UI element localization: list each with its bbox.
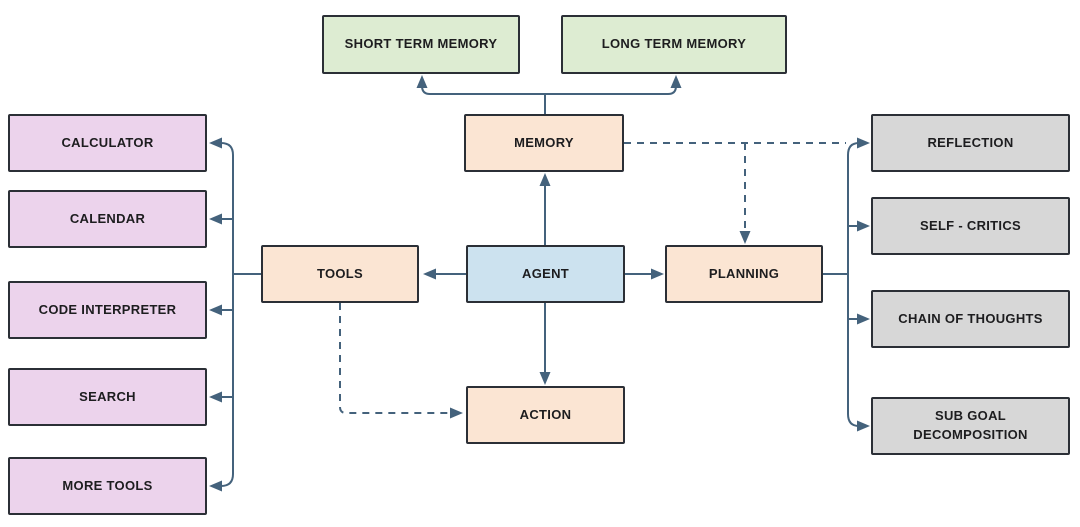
arrowhead-calendar [209, 213, 222, 225]
node-label: AGENT [522, 265, 569, 281]
node-label: CALENDAR [69, 210, 146, 226]
arrowhead-chain-of-thoughts [857, 313, 870, 325]
node-label: SHORT TERM MEMORY [344, 36, 498, 52]
arrowhead-long-term-memory [670, 75, 682, 88]
node-label: MORE TOOLS [62, 477, 153, 493]
connector-memory-split [421, 85, 677, 95]
arrowhead-action-left [450, 407, 463, 419]
arrowhead-memory [539, 173, 551, 186]
node-action: ACTION [466, 386, 625, 444]
node-agent: AGENT [466, 245, 625, 303]
node-label: REFLECTION [927, 134, 1014, 150]
arrowhead-action [539, 372, 551, 385]
arrowhead-short-term-memory [416, 75, 428, 88]
arrowhead-more-tools [209, 480, 222, 492]
node-self-critics: SELF - CRITICS [871, 197, 1070, 255]
node-tools: TOOLS [261, 245, 419, 303]
node-calculator: CALCULATOR [8, 114, 207, 172]
node-short-term-memory: SHORT TERM MEMORY [322, 15, 520, 74]
node-label: SUB GOAL DECOMPOSITION [913, 408, 1028, 442]
arrowhead-self-critics [857, 220, 870, 232]
node-calendar: CALENDAR [8, 190, 207, 248]
node-long-term-memory: LONG TERM MEMORY [561, 15, 787, 74]
arrowhead-sub-goal-decomposition [857, 420, 870, 432]
node-more-tools: MORE TOOLS [8, 457, 207, 515]
arrowhead-tools [423, 268, 436, 280]
connector-left-trunk [220, 142, 234, 487]
arrowhead-planning [651, 268, 664, 280]
node-sub-goal-decomposition: SUB GOAL DECOMPOSITION [871, 397, 1070, 455]
node-label: CODE INTERPRETER [38, 301, 177, 317]
connector-tools-action-dashed [339, 303, 450, 414]
node-label: TOOLS [316, 265, 364, 281]
node-label: ACTION [519, 406, 572, 422]
node-label: LONG TERM MEMORY [601, 36, 747, 52]
node-label: PLANNING [708, 265, 780, 281]
node-label: SELF - CRITICS [920, 217, 1021, 233]
node-chain-of-thoughts: CHAIN OF THOUGHTS [871, 290, 1070, 348]
node-label: CALCULATOR [61, 134, 154, 150]
node-label: CHAIN OF THOUGHTS [898, 310, 1043, 326]
arrowhead-reflection [857, 137, 870, 149]
arrowhead-planning-top [739, 231, 751, 244]
arrowhead-code-interpreter [209, 304, 222, 316]
node-code-interpreter: CODE INTERPRETER [8, 281, 207, 339]
node-label: MEMORY [514, 134, 574, 150]
arrowhead-calculator [209, 137, 222, 149]
node-label: SEARCH [79, 388, 136, 404]
arrowhead-search [209, 391, 222, 403]
node-search: SEARCH [8, 368, 207, 426]
node-planning: PLANNING [665, 245, 823, 303]
node-reflection: REFLECTION [871, 114, 1070, 172]
connector-right-trunk [847, 142, 860, 427]
node-memory: MEMORY [464, 114, 624, 172]
